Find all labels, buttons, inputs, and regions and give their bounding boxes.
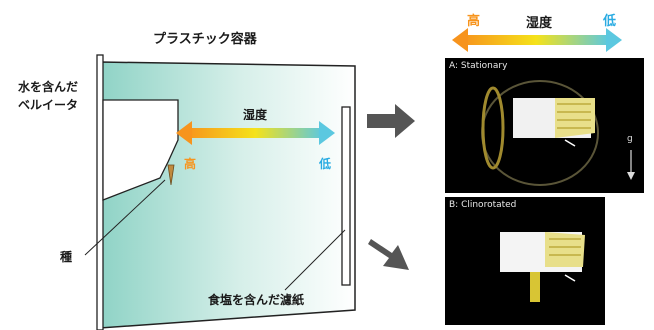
salt-filter-paper [341, 106, 351, 286]
humidity-arrow-legend [452, 28, 622, 52]
legend-humidity-label: 湿度 [526, 16, 553, 31]
photo-b-label: B: Clinorotated [449, 200, 517, 210]
filter-label: 食塩を含んだ濾紙 [208, 293, 305, 307]
container-left-wall [96, 54, 104, 330]
filter-leader-line [284, 229, 346, 291]
container-title: プラスチック容器 [153, 32, 257, 47]
photo-clinorotated: B: Clinorotated [445, 197, 605, 325]
belt-label-line1: 水を含んだ [18, 80, 79, 94]
clinorotated-specimen-image [500, 232, 585, 302]
gravity-label: g [627, 134, 633, 144]
seed-leader-line [84, 179, 166, 256]
legend-high-label: 高 [467, 14, 481, 29]
seed-label: 種 [60, 250, 73, 264]
legend-low-label: 低 [603, 14, 617, 29]
seed-icon [167, 164, 175, 186]
low-label: 低 [319, 157, 332, 171]
wet-belt [102, 99, 179, 201]
stationary-specimen-image [481, 80, 599, 186]
arrow-to-photo-a [367, 104, 415, 138]
high-label: 高 [184, 157, 197, 171]
belt-label-line2: ベルイータ [18, 98, 79, 112]
humidity-arrow-inner [176, 121, 335, 145]
photo-stationary: A: Stationary g [445, 58, 644, 193]
gravity-arrow-icon [627, 150, 635, 180]
arrow-to-photo-b [368, 239, 409, 270]
photo-a-label: A: Stationary [449, 61, 508, 71]
humidity-label: 湿度 [243, 108, 268, 122]
